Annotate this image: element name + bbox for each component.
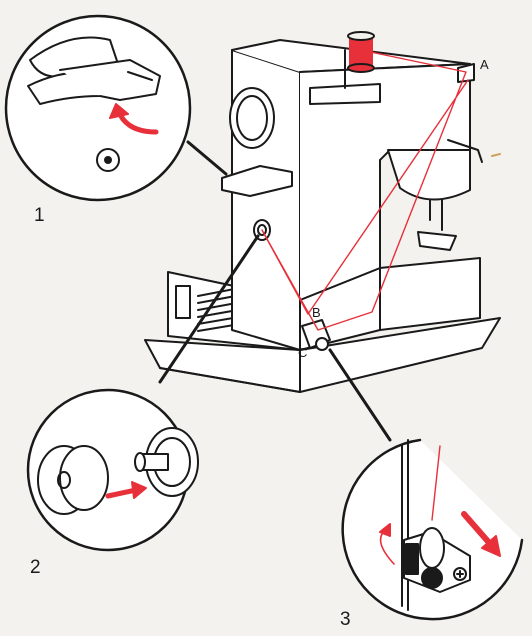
callout-connectors [158, 140, 392, 442]
point-label-a: A [480, 57, 489, 72]
side-switch [175, 285, 191, 319]
thread-cover [387, 149, 471, 201]
point-label-b: B [312, 305, 321, 320]
sewing-machine [144, 31, 501, 393]
detail-circle-2 [26, 388, 199, 552]
point-label-c: C [298, 345, 308, 360]
thread-path [261, 49, 469, 331]
handle-recess [221, 165, 293, 197]
detail-circle-1 [4, 14, 192, 202]
step-number-1: 1 [34, 205, 45, 226]
detail-circle-3 [341, 438, 524, 621]
spool-holder [309, 83, 381, 105]
step-number-2: 2 [30, 557, 41, 578]
presser-foot [417, 231, 457, 251]
step-number-3: 3 [340, 609, 351, 630]
